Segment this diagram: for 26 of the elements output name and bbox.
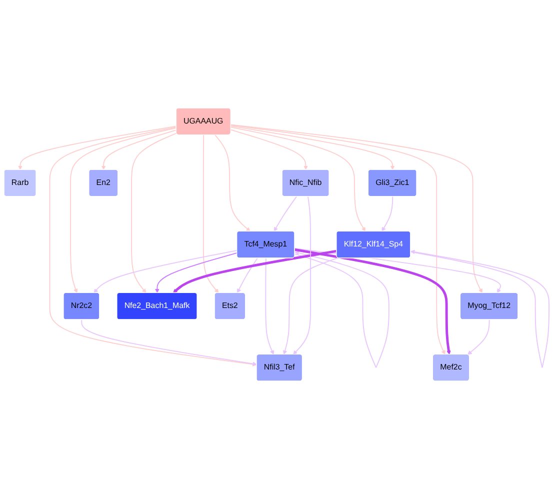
arrow: [410, 250, 550, 368]
arrow: [70, 128, 177, 294]
arrow: [294, 250, 390, 368]
arrow: [230, 124, 446, 355]
arrow: [230, 129, 308, 170]
arrow: [274, 196, 297, 232]
arrow: [172, 250, 337, 294]
arrow: [131, 132, 177, 294]
arrow: [202, 134, 219, 294]
arrow: [230, 124, 482, 294]
arrow: [265, 258, 274, 355]
arrow: [155, 252, 238, 294]
arrow: [18, 126, 177, 170]
arrow: [468, 319, 490, 355]
arrow: [292, 196, 311, 355]
arrow: [282, 257, 338, 355]
arrow: [230, 126, 366, 232]
arrow: [237, 258, 258, 294]
arrow: [382, 196, 394, 232]
arrow: [230, 126, 395, 170]
arrow: [294, 248, 451, 355]
arrow: [49, 126, 257, 366]
arrow: [94, 250, 238, 294]
arrow: [101, 130, 177, 170]
arrow: [81, 319, 257, 366]
arrow: [214, 134, 250, 232]
